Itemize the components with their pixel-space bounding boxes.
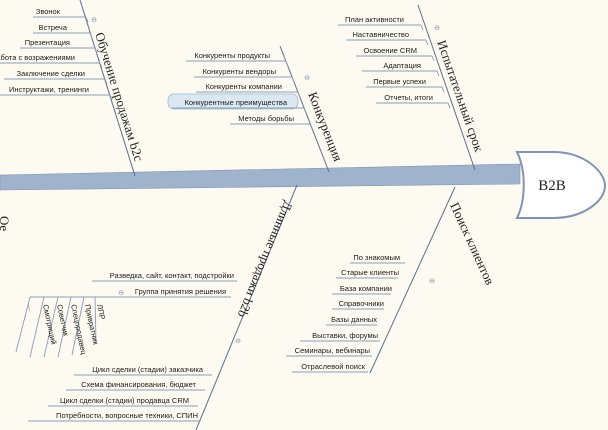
list-item: Первые успехи bbox=[366, 77, 445, 93]
item-label[interactable]: Конкурентные преимущества bbox=[184, 98, 287, 107]
category-competition-collapse-icon[interactable]: ⊖ bbox=[304, 75, 310, 82]
list-item: Освоение CRM bbox=[356, 46, 435, 62]
item-label[interactable]: Старые клиенты bbox=[341, 268, 399, 277]
item-label[interactable]: Работа с возражениями bbox=[0, 53, 75, 62]
category-trial-bone bbox=[417, 4, 476, 171]
item-label[interactable]: Адаптация bbox=[383, 61, 421, 70]
item-label[interactable]: Конкуренты компании bbox=[205, 82, 282, 91]
list-item: Базы данных bbox=[326, 315, 377, 326]
list-item: Заключение сделки bbox=[4, 69, 108, 85]
spine bbox=[0, 163, 521, 191]
category-long-sales: Длинные продажи b2b ⊖ Разведка, сайт, ко… bbox=[15, 184, 298, 430]
item-label[interactable]: Звонок bbox=[36, 7, 61, 16]
head-label: B2B bbox=[538, 178, 566, 194]
category-search-collapse-icon[interactable]: ⊖ bbox=[429, 278, 435, 285]
category-competition: Конкуренция ⊖ Конкуренты продукты Конкур… bbox=[167, 45, 346, 173]
subitem-label[interactable]: ... bbox=[26, 304, 36, 312]
list-item: База компании bbox=[332, 284, 392, 295]
item-label[interactable]: Базы данных bbox=[331, 315, 377, 324]
subitem-label[interactable]: Смотрящий bbox=[41, 304, 58, 346]
list-item: План активности bbox=[338, 15, 424, 31]
item-label[interactable]: Разведка, сайт, контакт, подстройки bbox=[110, 271, 234, 280]
list-item: Схема финансирования, бюджет bbox=[66, 380, 205, 391]
item-label[interactable]: Цикл сделки (стадии) продавца CRM bbox=[60, 396, 189, 405]
category-long-sales-label[interactable]: Длинные продажи b2b bbox=[235, 199, 296, 320]
list-item: Справочники bbox=[332, 299, 384, 310]
category-search-label[interactable]: Поиск клиентов bbox=[447, 200, 497, 287]
item-label[interactable]: По знакомым bbox=[353, 253, 400, 262]
category-trial: Испытательный срок ⊖ План активности Нас… bbox=[338, 4, 487, 171]
item-label[interactable]: Первые успехи bbox=[373, 77, 426, 86]
list-item: Семинары, вебинары bbox=[286, 346, 372, 357]
category-search-bone bbox=[369, 186, 456, 374]
selection-highlight[interactable] bbox=[167, 93, 299, 110]
list-item: Звонок bbox=[33, 7, 89, 23]
category-training-label[interactable]: Обучение продажам b2c bbox=[92, 30, 147, 163]
left-fragment-label: Ое bbox=[0, 216, 12, 231]
list-item: Выставки, форумы bbox=[300, 331, 380, 342]
list-item: Конкуренты компании bbox=[196, 82, 301, 98]
item-label[interactable]: Цикл сделки (стадии) заказчика bbox=[92, 365, 204, 374]
list-item: Презентация bbox=[20, 38, 98, 54]
item-label[interactable]: Отраслевой поиск bbox=[301, 362, 365, 371]
item-label[interactable]: Группа принятия решения bbox=[135, 287, 226, 296]
list-item: Наставничество bbox=[346, 30, 429, 46]
category-trial-label[interactable]: Испытательный срок bbox=[434, 38, 487, 154]
list-item: Адаптация bbox=[362, 61, 440, 77]
list-item-selected: Конкурентные преимущества bbox=[167, 93, 307, 114]
category-long-sales-collapse-icon[interactable]: ⊖ bbox=[235, 338, 241, 345]
list-item: Отчеты, итоги bbox=[376, 93, 451, 109]
list-item: По знакомым bbox=[350, 253, 405, 264]
item-label[interactable]: План активности bbox=[345, 15, 404, 24]
item-label[interactable]: Инструктажи, тренинги bbox=[9, 85, 89, 94]
list-item: Встреча bbox=[33, 23, 93, 39]
subitem-label[interactable]: ЛПР bbox=[95, 304, 107, 321]
category-training: Обучение продажам b2c ⊖ Звонок Встреча П… bbox=[0, 0, 147, 177]
item-label[interactable]: Встреча bbox=[39, 23, 68, 32]
list-item: Конкуренты продукты bbox=[186, 51, 289, 67]
list-item: Цикл сделки (стадии) заказчика bbox=[74, 365, 212, 376]
list-item: Разведка, сайт, контакт, подстройки bbox=[92, 271, 237, 282]
item-label[interactable]: Отчеты, итоги bbox=[384, 93, 433, 102]
list-item: Потребности, вопросные техники, СПИН bbox=[28, 411, 200, 422]
list-item: Инструктажи, тренинги bbox=[0, 85, 113, 101]
list-item: Работа с возражениями bbox=[0, 53, 103, 69]
item-label[interactable]: Методы борьбы bbox=[238, 114, 294, 123]
item-label[interactable]: Конкуренты вендоры bbox=[203, 67, 276, 76]
list-item: Старые клиенты bbox=[336, 268, 399, 279]
list-item: Конкуренты вендоры bbox=[194, 67, 295, 83]
decision-group-subitems: ЛПР Привратник Спецпродавец Советчик Смо… bbox=[15, 296, 108, 358]
category-search: Поиск клиентов ⊖ По знакомым Старые клие… bbox=[286, 186, 498, 374]
list-item: Методы борьбы bbox=[230, 114, 313, 130]
list-item: Отраслевой поиск bbox=[292, 362, 368, 373]
item-label[interactable]: Заключение сделки bbox=[17, 69, 85, 78]
item-label[interactable]: Выставки, форумы bbox=[312, 331, 378, 340]
item-label[interactable]: Конкуренты продукты bbox=[194, 51, 270, 60]
subgroup-collapse-icon[interactable]: ⊖ bbox=[118, 290, 124, 297]
item-label[interactable]: База компании bbox=[340, 284, 392, 293]
category-training-bone bbox=[79, 0, 136, 177]
item-label[interactable]: Семинары, вебинары bbox=[295, 346, 370, 355]
category-trial-collapse-icon[interactable]: ⊖ bbox=[434, 25, 440, 32]
list-item: Цикл сделки (стадии) продавца CRM bbox=[48, 396, 198, 407]
list-item: Группа принятия решения ⊖ bbox=[108, 287, 231, 298]
head-shape[interactable] bbox=[515, 151, 607, 219]
item-label[interactable]: Справочники bbox=[339, 299, 384, 308]
category-long-sales-bone bbox=[195, 184, 298, 430]
item-label[interactable]: Схема финансирования, бюджет bbox=[81, 380, 196, 389]
item-label[interactable]: Освоение CRM bbox=[364, 46, 418, 55]
item-label[interactable]: Презентация bbox=[25, 38, 70, 47]
item-label[interactable]: Потребности, вопросные техники, СПИН bbox=[56, 411, 198, 420]
category-training-collapse-icon[interactable]: ⊖ bbox=[91, 17, 97, 24]
item-label[interactable]: Наставничество bbox=[352, 30, 409, 39]
